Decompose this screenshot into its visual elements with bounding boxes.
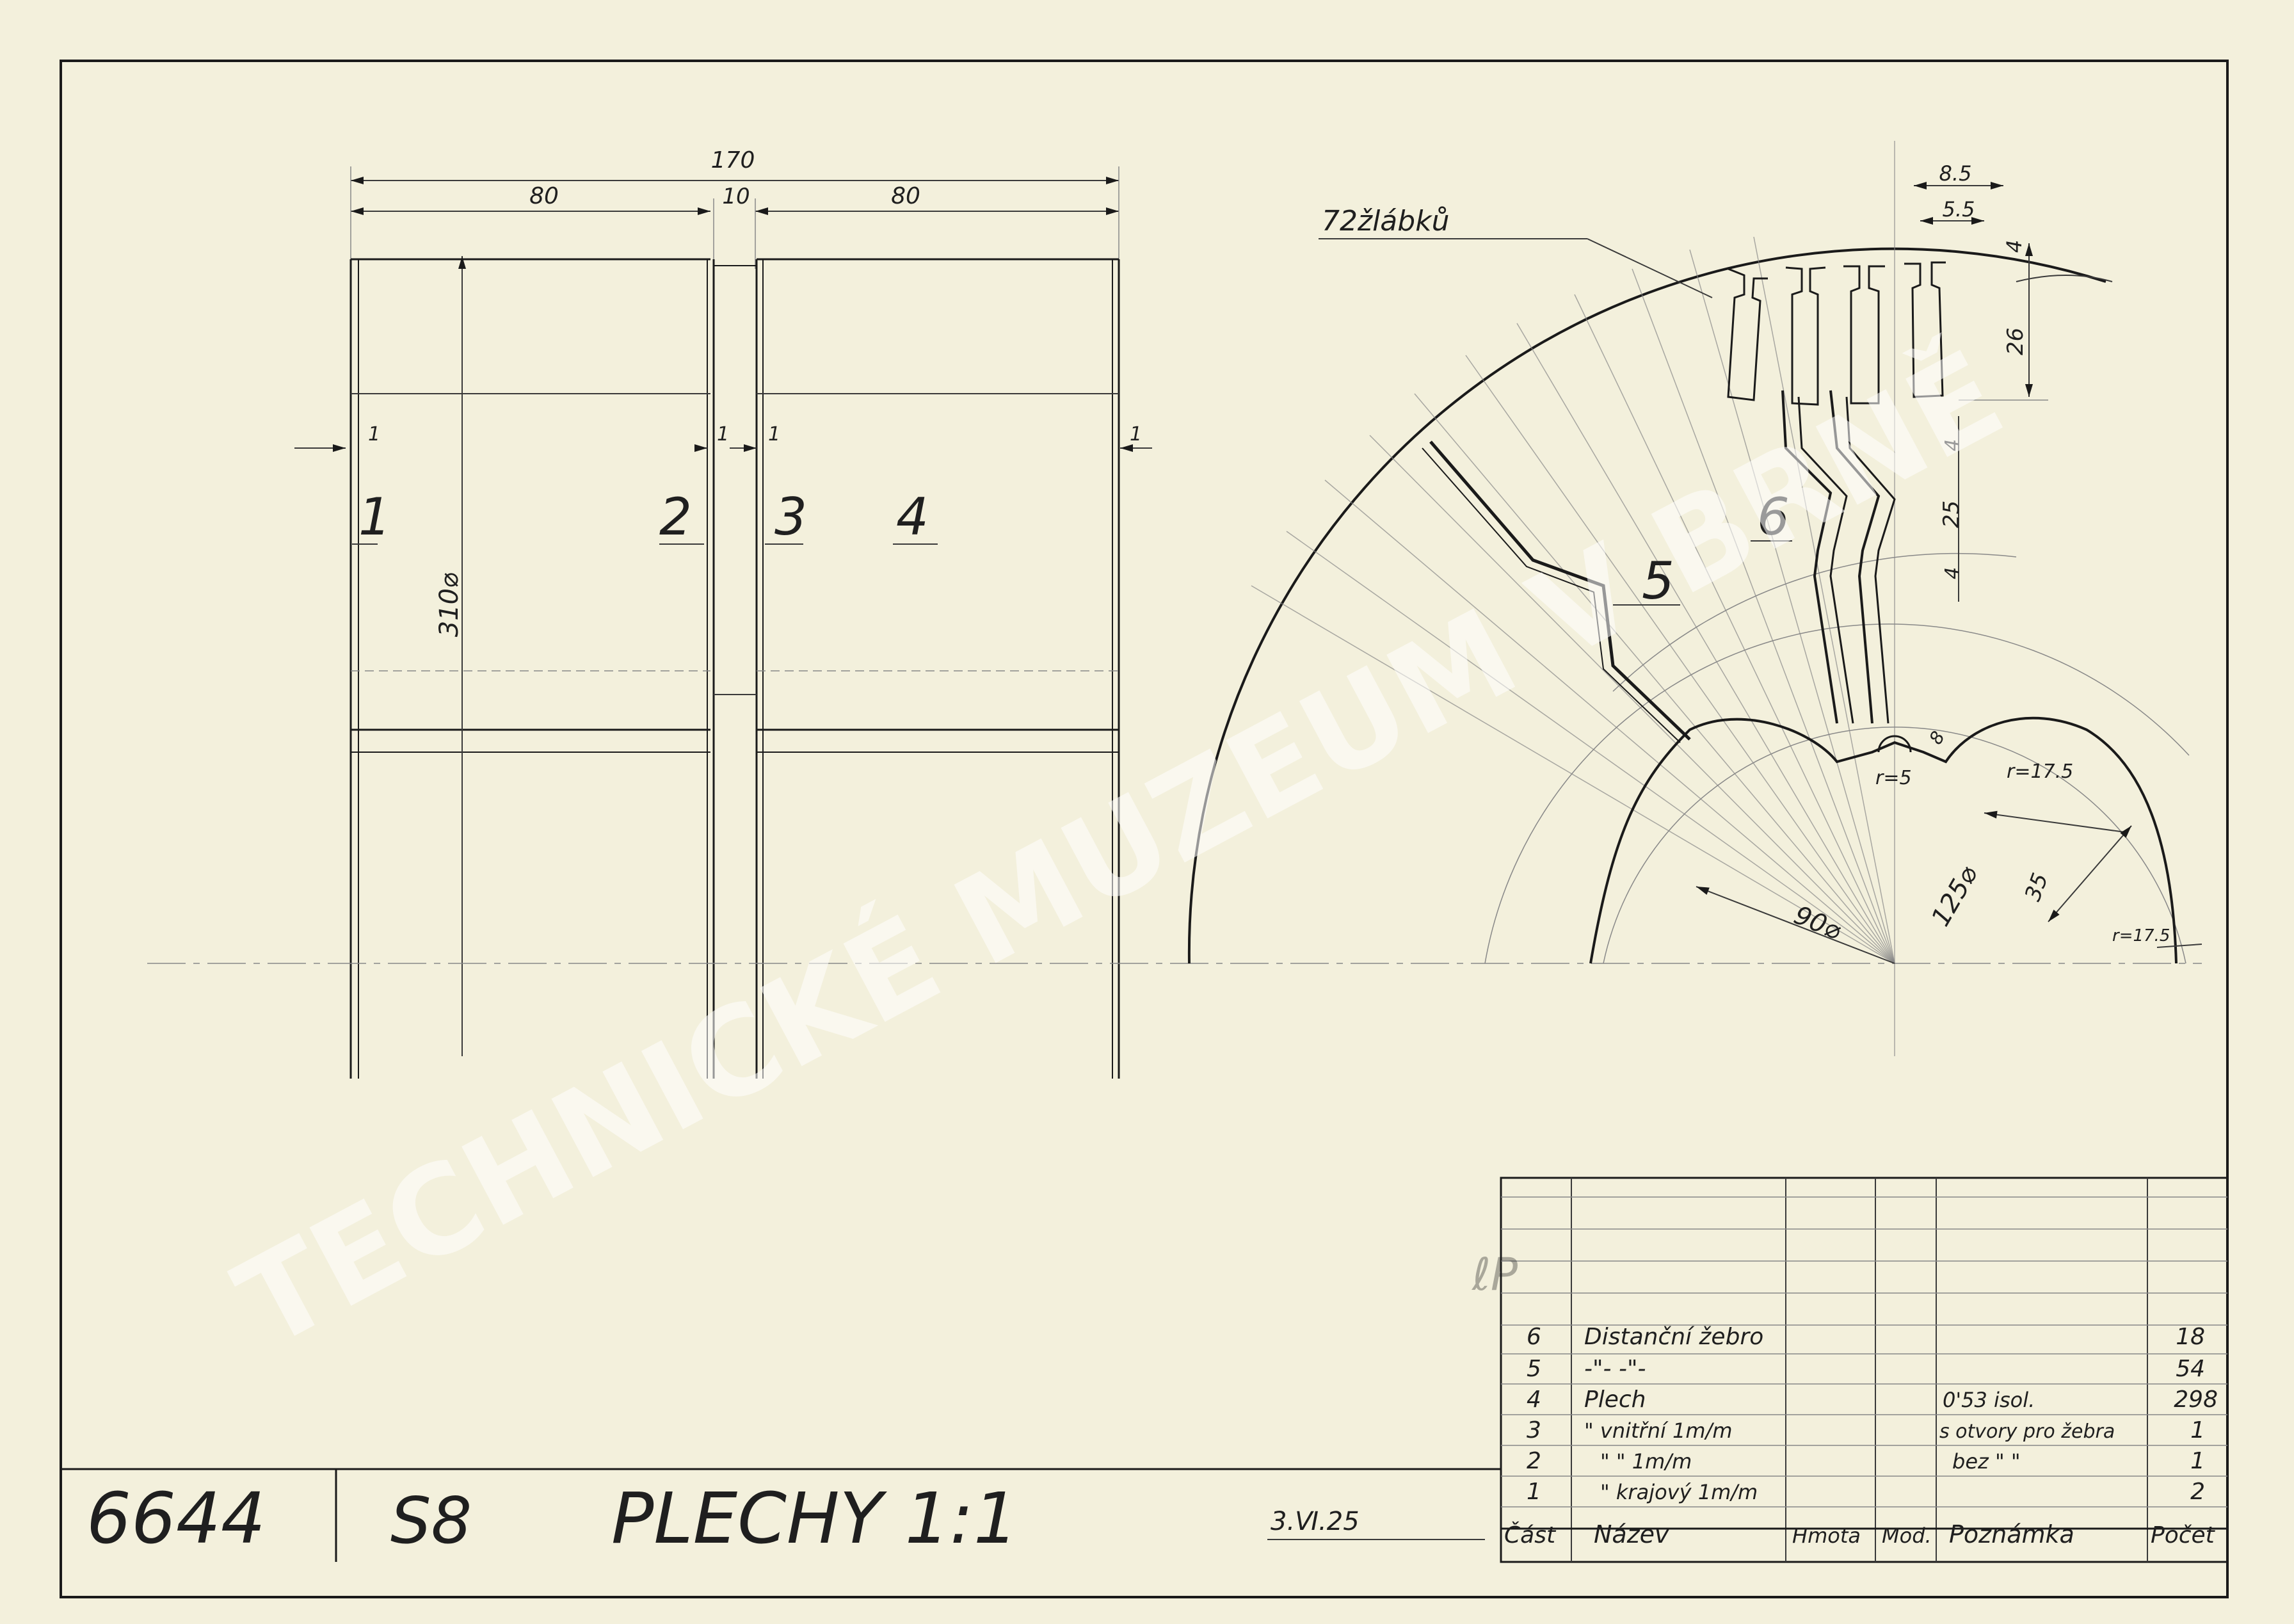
dim-slot-outer: 8.5: [1939, 161, 1972, 186]
row-count: 54: [2176, 1356, 2205, 1382]
dim-slot-depth: 26: [2003, 328, 2028, 355]
row-part: 1: [1527, 1479, 1541, 1505]
row-note: s otvory pro žebra: [1939, 1420, 2115, 1443]
drawing-title: PLECHY 1:1: [611, 1477, 1018, 1559]
lamination-segment-view: 8.5 5.5 4 26 72žlábků 4 25 4 5 6 90⌀ 125…: [1187, 141, 2202, 1056]
parts-table: ℓP 6 Distanční žebro 18 5 -"- -"- 54 4 P…: [1472, 1177, 2229, 1563]
row-note: bez " ": [1952, 1449, 2021, 1474]
dim-rib-a: 4: [1941, 439, 1964, 451]
dim-total-width: 170: [711, 147, 755, 173]
part-label-4: 4: [896, 487, 929, 547]
row-count: 1: [2190, 1417, 2205, 1443]
dim-slot-inner: 5.5: [1943, 197, 1975, 221]
row-name: Plech: [1584, 1387, 1646, 1413]
dim-thickness-4: 1: [1130, 423, 1142, 446]
dim-r-5: r=5: [1875, 767, 1912, 789]
row-count: 298: [2174, 1387, 2218, 1413]
part-label-1: 1: [358, 487, 391, 547]
part-label-3: 3: [774, 487, 807, 547]
row-note: 0'53 isol.: [1943, 1388, 2035, 1412]
row-count: 2: [2190, 1479, 2205, 1505]
dim-thickness-2: 1: [717, 423, 729, 446]
table-row: 5 -"- -"- 54: [1527, 1356, 2205, 1382]
dim-r-175-bottom: r=17.5: [2112, 926, 2170, 945]
dim-thickness-1a: 1: [368, 423, 380, 446]
drawing-date: 3.Ⅵ.25: [1271, 1507, 1360, 1536]
row-name: " krajový 1m/m: [1600, 1480, 1758, 1504]
row-part: 2: [1527, 1448, 1541, 1474]
dim-diameter-310: 310⌀: [435, 573, 464, 637]
dim-rib-c: 4: [1941, 567, 1964, 579]
sheet-stack-view: 170 80 10 80 310⌀ 1 1 1: [294, 147, 1152, 1079]
table-row: 6 Distanční žebro 18: [1527, 1324, 2205, 1350]
row-part: 6: [1527, 1324, 1541, 1350]
row-name: " vnitřní 1m/m: [1584, 1419, 1733, 1443]
drawing-code: S8: [390, 1483, 472, 1558]
col-header-note: Poznámka: [1949, 1520, 2074, 1548]
part-label-2: 2: [659, 487, 692, 547]
dim-bore-125: 125⌀: [1926, 861, 1984, 931]
drawing-border: [60, 60, 2229, 1598]
dim-slot-top: 4: [2002, 240, 2026, 253]
col-header-name: Název: [1594, 1520, 1669, 1548]
title-block: 6644 S8 PLECHY 1:1 3.Ⅵ.25: [61, 1468, 1501, 1562]
dim-bore-90: 90⌀: [1790, 901, 1845, 946]
table-row: 1 " krajový 1m/m 2: [1527, 1479, 2205, 1505]
row-name: " " 1m/m: [1600, 1449, 1692, 1474]
row-count: 1: [2190, 1448, 2205, 1474]
table-row: 3 " vnitřní 1m/m s otvory pro žebra 1: [1527, 1417, 2205, 1443]
row-part: 5: [1527, 1356, 1541, 1382]
row-name: Distanční žebro: [1584, 1324, 1763, 1350]
dim-thickness-3: 1: [768, 423, 780, 446]
row-part: 3: [1527, 1417, 1541, 1443]
row-part: 4: [1527, 1387, 1541, 1413]
table-row: 2 " " 1m/m bez " " 1: [1527, 1448, 2205, 1474]
row-count: 18: [2176, 1324, 2205, 1350]
col-header-part: Část: [1504, 1522, 1557, 1548]
part-label-5: 5: [1642, 551, 1674, 611]
dim-r-175-top: r=17.5: [2007, 760, 2073, 783]
col-header-count: Počet: [2151, 1522, 2216, 1548]
label-slots-count: 72žlábků: [1322, 205, 1450, 237]
parts-stamp: ℓP: [1472, 1248, 1518, 1301]
dim-right-width: 80: [891, 183, 920, 209]
dim-gap: 10: [722, 184, 750, 209]
part-label-6: 6: [1757, 487, 1790, 547]
dim-left-width: 80: [529, 183, 559, 209]
dim-35: 35: [2020, 870, 2053, 904]
table-row: 4 Plech 0'53 isol. 298: [1527, 1387, 2218, 1413]
drawing-number: 6644: [86, 1477, 266, 1559]
dim-rib-b: 25: [1939, 501, 1964, 528]
col-header-mod: Mod.: [1882, 1524, 1932, 1548]
col-header-mass: Hmota: [1792, 1524, 1861, 1548]
row-name: -"- -"-: [1584, 1356, 1646, 1382]
